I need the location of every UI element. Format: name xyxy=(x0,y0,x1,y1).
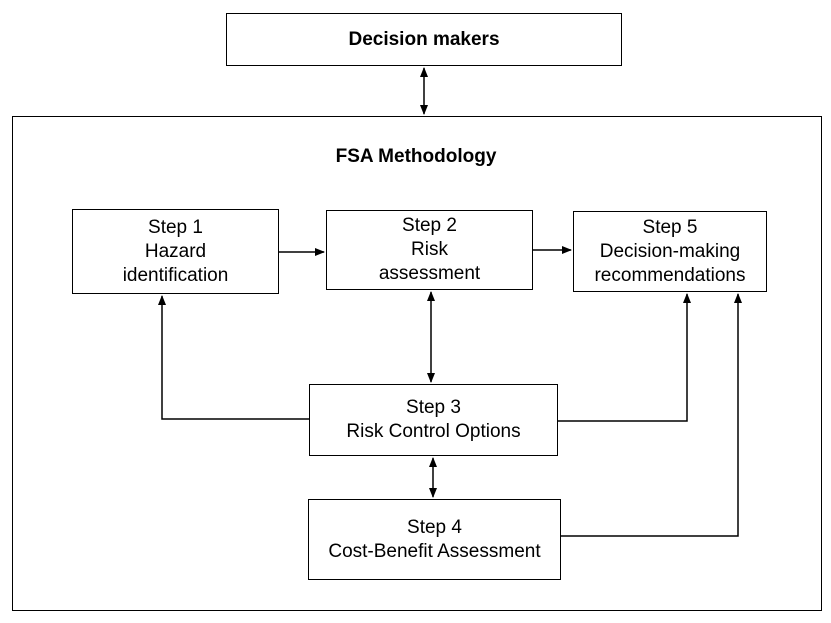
step-5-number: Step 5 xyxy=(642,216,698,238)
decision-makers-box: Decision makers xyxy=(226,13,622,66)
step-2-box: Step 2 Risk assessment xyxy=(326,210,533,290)
step-5-label-line-2: recommendations xyxy=(594,264,746,286)
step-1-label-line-2: identification xyxy=(122,264,229,286)
step-3-label: Risk Control Options xyxy=(346,421,521,442)
step-4-label: Cost-Benefit Assessment xyxy=(328,540,541,562)
step-2-number: Step 2 xyxy=(402,215,457,236)
step-5-box: Step 5 Decision-making recommendations xyxy=(573,211,767,292)
step-4-box: Step 4 Cost-Benefit Assessment xyxy=(308,499,561,580)
step-4-number: Step 4 xyxy=(407,516,462,538)
step-5-label-line-1: Decision-making xyxy=(599,240,741,262)
decision-makers-label: Decision makers xyxy=(348,28,500,50)
step-2-label-line-1: Risk xyxy=(411,239,448,260)
step-1-box: Step 1 Hazard identification xyxy=(72,209,279,294)
step-3-number: Step 3 xyxy=(406,397,461,418)
step-3-box: Step 3 Risk Control Options xyxy=(309,384,558,456)
fsa-methodology-title: FSA Methodology xyxy=(335,146,497,167)
step-2-label-line-2: assessment xyxy=(378,263,481,284)
step-1-number: Step 1 xyxy=(148,216,203,238)
step-1-label-line-1: Hazard xyxy=(144,240,207,262)
